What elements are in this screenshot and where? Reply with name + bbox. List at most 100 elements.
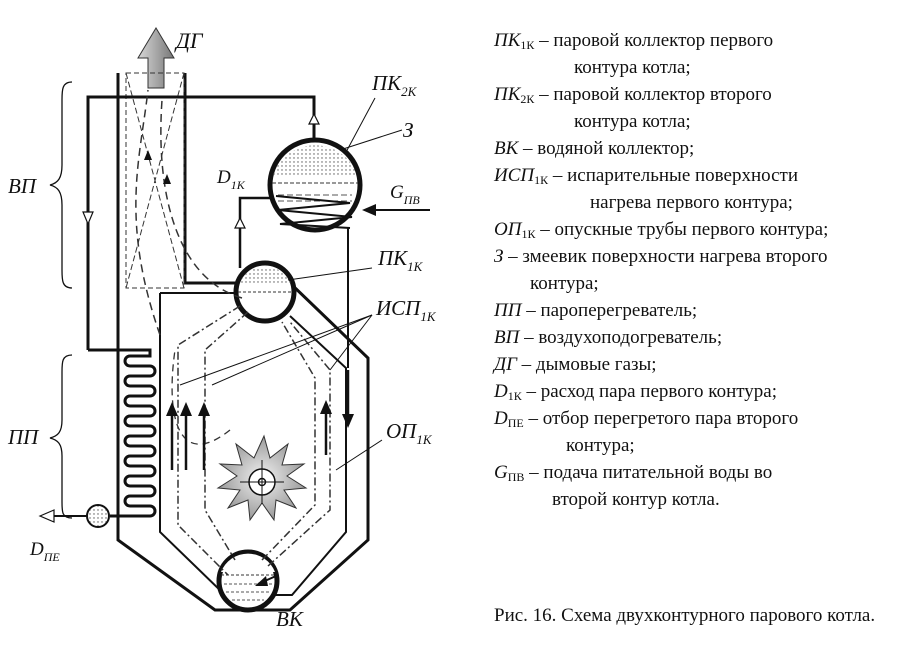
- legend-item: ВП – воздухоподогреватель;: [494, 327, 914, 354]
- legend-item: ПП – пароперегреватель;: [494, 300, 914, 327]
- legend-item: ПК2К – паровой коллектор второго: [494, 84, 914, 111]
- legend-description-continued: контура;: [566, 435, 635, 456]
- gas-flow-path-3: [171, 349, 231, 445]
- legend-description-continued: контура;: [530, 273, 599, 294]
- label-op: ОП1К: [386, 419, 433, 447]
- label-pp: ПП: [7, 425, 40, 449]
- legend-item: ДГ – дымовые газы;: [494, 354, 914, 381]
- legend-description-continued: контура котла;: [574, 111, 691, 132]
- legend-symbol-subscript: 2К: [520, 92, 535, 106]
- legend-symbol: ИСП: [494, 165, 535, 186]
- legend-item: ПК1К – паровой коллектор первого: [494, 30, 914, 57]
- label-vp: ВП: [8, 174, 38, 198]
- flow-up-1-head: [166, 402, 178, 416]
- pk1-steam-space: [238, 266, 292, 285]
- evaporator-loop-inner: [204, 311, 316, 561]
- legend-item: ВК – водяной коллектор;: [494, 138, 914, 165]
- legend-description: – отбор перегретого пара второго: [523, 408, 799, 429]
- legend-symbol: З: [494, 246, 504, 267]
- superheater-coil: [88, 348, 157, 518]
- evaporator-loop-outer: [177, 305, 331, 576]
- legend-symbol: G: [494, 462, 508, 483]
- gas-flow-path: [135, 89, 161, 336]
- legend-item: GПВ – подача питательной воды во: [494, 462, 914, 489]
- legend-symbol-subscript: 1К: [507, 389, 522, 403]
- leader-z: [339, 129, 403, 151]
- legend-symbol-subscript: ПВ: [507, 470, 525, 484]
- flow-up-3-head: [198, 402, 210, 416]
- leader-pk2: [344, 97, 376, 155]
- legend-description: – пароперегреватель;: [521, 300, 698, 321]
- legend-description: – паровой коллектор первого: [534, 30, 774, 51]
- legend-item-continuation: второй контур котла.: [494, 489, 914, 516]
- legend-symbol: ПП: [494, 300, 522, 321]
- label-d1k: D1К: [216, 167, 246, 192]
- label-z: З: [403, 118, 413, 142]
- label-isp: ИСП1К: [375, 296, 437, 324]
- gas-flow-path-2: [160, 99, 243, 299]
- label-dg: ДГ: [174, 28, 204, 53]
- pk2-water-hatch: [278, 194, 352, 202]
- legend-symbol: ДГ: [494, 354, 517, 375]
- leader-pk1: [287, 267, 373, 281]
- legend-item: ОП1К – опускные трубы первого контура;: [494, 219, 914, 246]
- legend-description: – змеевик поверхности нагрева второго: [503, 246, 828, 267]
- legend-item-continuation: контура котла;: [494, 57, 914, 84]
- legend-item-continuation: контура;: [494, 435, 914, 462]
- flue-gas-arrow: [137, 27, 175, 89]
- flow-down-op-head: [342, 414, 354, 428]
- legend-description: – водяной коллектор;: [518, 138, 695, 159]
- arrow-down-left: [82, 211, 94, 226]
- legend-symbol: D: [494, 381, 508, 402]
- legend-description: – опускные трубы первого контура;: [535, 219, 829, 240]
- label-dpe: DПЕ: [29, 539, 60, 564]
- legend-description: – паровой коллектор второго: [534, 84, 772, 105]
- feed-water-arrowhead: [362, 204, 376, 216]
- flow-up-2-head: [180, 402, 192, 416]
- leader-op: [335, 439, 383, 471]
- legend-symbol: ВК: [494, 138, 519, 159]
- label-pk1: ПК1К: [377, 246, 424, 274]
- leader-isp-3: [329, 314, 373, 371]
- legend-symbol-subscript: 1К: [534, 173, 549, 187]
- preheater-diag-2: [125, 72, 185, 289]
- gas-arrow-2: [163, 174, 171, 184]
- arrow-up-pk2: [308, 112, 320, 125]
- figure-caption: Рис. 16. Схема двухконтурного парового к…: [494, 605, 876, 626]
- d1k-steam-line: [238, 196, 272, 268]
- legend-item-continuation: нагрева первого контура;: [494, 192, 914, 219]
- legend-description-continued: второй контур котла.: [552, 489, 720, 510]
- legend-symbol-subscript: 1К: [521, 227, 536, 241]
- superheater-coil-inner: [138, 361, 148, 501]
- legend-symbol: ОП: [494, 219, 522, 240]
- legend-symbol: ПК: [494, 84, 521, 105]
- legend-item-continuation: контура;: [494, 273, 914, 300]
- label-gpv: GПВ: [390, 182, 420, 207]
- legend-item: З – змеевик поверхности нагрева второго: [494, 246, 914, 273]
- label-vk: ВК: [276, 607, 304, 631]
- pk2-steam-space: [272, 145, 358, 177]
- legend-description: – испарительные поверхности: [548, 165, 799, 186]
- leader-isp-1: [179, 314, 373, 386]
- legend-symbol-subscript: ПЕ: [507, 416, 524, 430]
- legend-description-continued: нагрева первого контура;: [590, 192, 793, 213]
- legend-symbol: ВП: [494, 327, 520, 348]
- legend-item: DПЕ – отбор перегретого пара второго: [494, 408, 914, 435]
- legend-item: ИСП1К – испарительные поверхности: [494, 165, 914, 192]
- pe-outlet-arrow: [38, 509, 55, 523]
- legend-description: – подача питательной воды во: [524, 462, 773, 483]
- brace-pp: [49, 354, 73, 519]
- legend-symbol-subscript: 1К: [520, 38, 535, 52]
- legend-item: D1К – расход пара первого контура;: [494, 381, 914, 408]
- coil-z: [275, 195, 353, 229]
- gas-arrow-1: [144, 150, 152, 160]
- legend-description: – дымовые газы;: [516, 354, 657, 375]
- boiler-casing-inner: [159, 293, 347, 596]
- legend-description: – воздухоподогреватель;: [519, 327, 723, 348]
- d1k-arrow: [234, 216, 246, 229]
- legend-item-continuation: контура котла;: [494, 111, 914, 138]
- boiler-casing-outer: [116, 73, 370, 612]
